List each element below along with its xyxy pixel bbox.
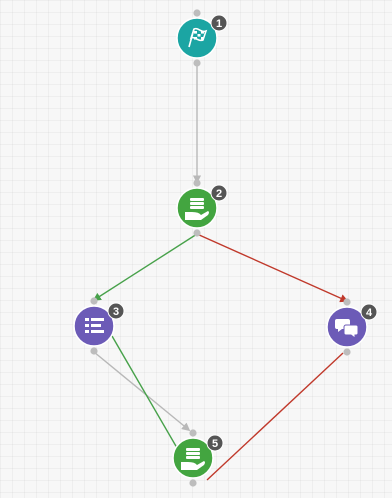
output-port[interactable] <box>189 479 197 487</box>
hand-stack-icon <box>185 198 209 220</box>
output-port[interactable] <box>193 229 201 237</box>
node-badge <box>360 303 378 321</box>
node-2[interactable]: 2 <box>176 179 228 237</box>
output-port[interactable] <box>90 347 98 355</box>
chat-bubbles-icon <box>335 319 359 339</box>
node-3[interactable]: 3 <box>73 297 125 355</box>
input-port[interactable] <box>193 179 201 187</box>
input-port[interactable] <box>343 298 351 306</box>
list-icon <box>85 318 104 333</box>
edge-2-to-3[interactable] <box>92 233 198 301</box>
input-port[interactable] <box>90 297 98 305</box>
node-badge-label: 3 <box>113 306 119 318</box>
input-port[interactable] <box>193 9 201 17</box>
node-4[interactable]: 4 <box>326 298 378 356</box>
flag-icon <box>188 27 208 48</box>
node-badge-label: 4 <box>366 307 373 319</box>
node-5[interactable]: 5 <box>172 429 224 487</box>
edge-2-to-4[interactable] <box>196 233 349 303</box>
node-badge-label: 1 <box>216 18 222 30</box>
hand-stack-icon <box>181 448 205 470</box>
edge-4-to-5[interactable] <box>206 352 344 481</box>
input-port[interactable] <box>189 429 197 437</box>
edges-layer <box>92 64 349 481</box>
node-1[interactable]: 1 <box>176 9 228 67</box>
output-port[interactable] <box>343 348 351 356</box>
node-badge <box>210 184 228 202</box>
node-badge <box>107 302 125 320</box>
output-port[interactable] <box>193 59 201 67</box>
edge-3-to-5[interactable] <box>93 351 191 432</box>
node-badge-label: 5 <box>212 438 218 450</box>
node-badge <box>210 14 228 32</box>
nodes-layer: 1 2 3 4 5 <box>73 9 378 487</box>
node-badge-label: 2 <box>216 188 222 200</box>
node-badge <box>206 434 224 452</box>
